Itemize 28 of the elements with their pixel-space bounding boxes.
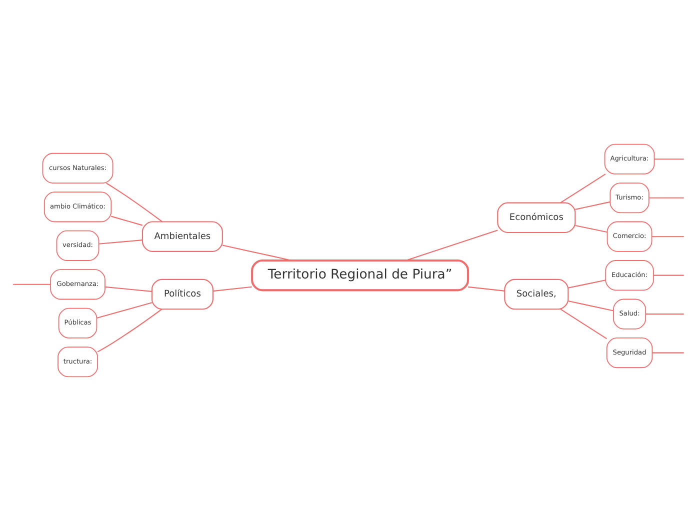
connector [654,274,684,276]
connector [575,200,610,210]
connector [222,244,292,260]
connector [97,308,162,352]
connector [105,286,152,292]
connector [111,215,143,226]
node-box: Territorio Regional de Piura” [251,258,470,291]
connector [649,196,684,198]
node-box: Sociales, [504,278,569,310]
connector [652,352,684,353]
connector [575,224,608,232]
node-box: Ambientales [142,220,223,252]
connector [568,279,606,288]
connector [468,286,505,291]
node-box: Económicos [497,202,576,233]
connector [106,182,162,222]
connector [560,308,607,339]
node-box: Políticos [151,278,214,310]
connector [652,236,684,237]
connector [406,229,498,260]
connector [560,173,606,203]
connector [654,158,684,160]
connector [96,302,152,318]
connector [98,239,142,244]
connector [568,300,614,311]
connector [13,283,51,284]
connector [646,313,684,314]
connector [213,286,252,292]
